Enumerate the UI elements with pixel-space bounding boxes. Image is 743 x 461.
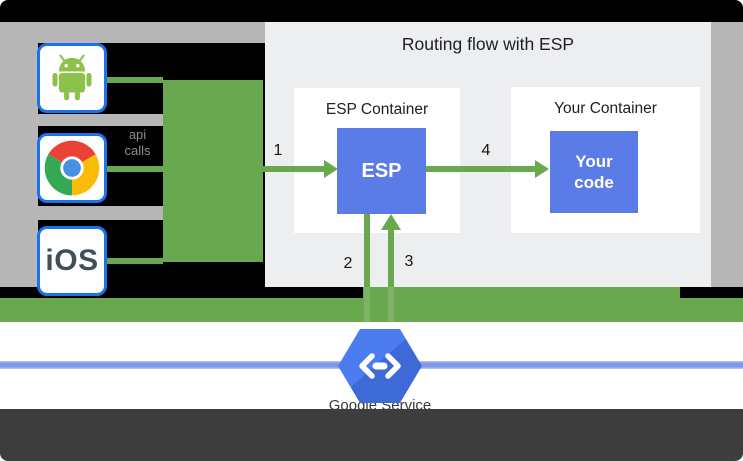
black-strip [680, 287, 743, 298]
arrow-3-head-icon [381, 214, 401, 230]
your-code-box: Your code [550, 131, 638, 213]
left-gray-band [0, 206, 163, 220]
arrow-1-head-icon [324, 160, 338, 178]
top-black-band [0, 0, 743, 22]
bottom-dark-band [0, 409, 743, 461]
step-2-label: 2 [343, 255, 353, 272]
black-strip [0, 287, 363, 298]
line-highlight [388, 287, 394, 322]
chrome-connector-line [107, 166, 163, 172]
left-gray-column [0, 22, 38, 298]
ios-connector-line [107, 258, 163, 264]
android-client-box [37, 43, 107, 113]
left-gray-band [0, 114, 163, 126]
android-icon [52, 54, 92, 101]
android-connector-line [107, 77, 163, 83]
esp-container-label: ESP Container [325, 101, 429, 118]
arrow-2-line [364, 214, 370, 322]
cloud-endpoints-hexagon-icon [338, 329, 422, 403]
step-1-label: 1 [273, 142, 283, 159]
ios-label: iOS [45, 244, 99, 277]
api-calls-label: api calls [124, 127, 151, 158]
step-3-label: 3 [404, 253, 414, 270]
arrow-1-line [263, 166, 325, 172]
your-container-label: Your Container [554, 100, 657, 117]
step-4-label: 4 [481, 142, 491, 159]
ios-client-box: iOS [37, 226, 107, 296]
arrow-4-line [426, 166, 536, 172]
chrome-client-box [37, 133, 107, 203]
your-code-line2: code [574, 173, 614, 192]
esp-box: ESP [337, 128, 426, 214]
diagram-title: Routing flow with ESP [401, 34, 575, 54]
arrow-3-line [388, 230, 394, 322]
chrome-icon [44, 140, 100, 196]
line-highlight [364, 287, 370, 322]
green-merge-block [163, 80, 263, 262]
esp-box-label: ESP [361, 159, 402, 182]
your-code-line1: Your [575, 152, 613, 171]
left-gray-top-band [0, 22, 265, 43]
arrow-4-head-icon [535, 160, 549, 178]
right-gray-strip [711, 22, 743, 287]
